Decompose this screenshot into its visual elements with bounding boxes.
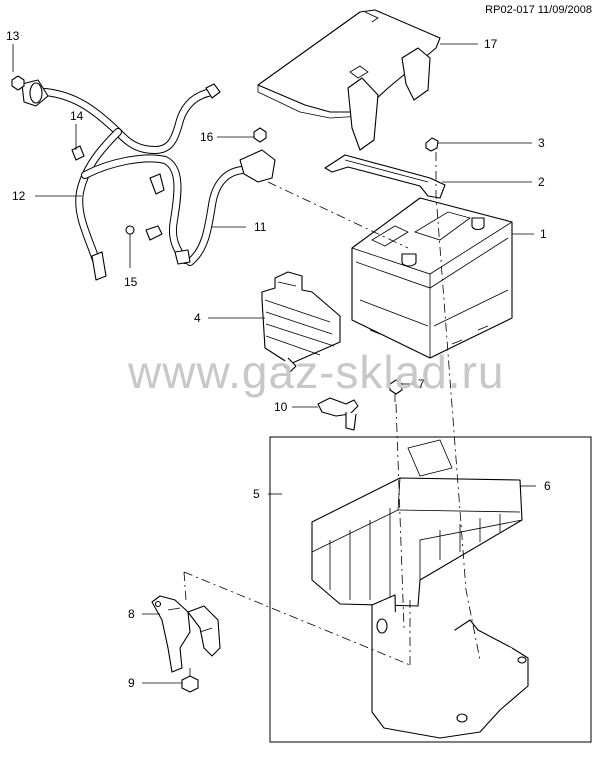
- leader-lines: [12, 43, 536, 684]
- battery-tray-support: [371, 594, 529, 739]
- battery-cables: [11, 75, 276, 281]
- callout-10: 10: [274, 400, 288, 414]
- callout-17: 17: [484, 37, 498, 51]
- callout-3: 3: [538, 136, 545, 150]
- battery-sensor: [317, 397, 359, 431]
- callout-8: 8: [128, 607, 135, 621]
- tray-assembly-frame: [269, 436, 592, 743]
- watermark: www.gaz-sklad.ru: [128, 346, 505, 398]
- callout-16: 16: [200, 130, 214, 144]
- callout-15: 15: [124, 275, 138, 289]
- battery-tray: [311, 439, 523, 607]
- bracket-bolt: [181, 668, 199, 693]
- battery-hold-down-clamp: [324, 154, 446, 199]
- hold-down-nut: [425, 137, 439, 152]
- callout-9: 9: [128, 676, 135, 690]
- tray-mounting-bracket: [151, 595, 221, 673]
- callout-5: 5: [253, 487, 260, 501]
- callout-6: 6: [544, 479, 551, 493]
- battery-heat-shield: [261, 271, 341, 373]
- assembly-guide-lines: [183, 152, 481, 666]
- callout-14: 14: [70, 109, 84, 123]
- drawing-reference: RP02-017 11/09/2008: [485, 4, 592, 16]
- callout-7: 7: [418, 377, 425, 391]
- callout-1: 1: [540, 227, 547, 241]
- callout-2: 2: [538, 175, 545, 189]
- battery-cover: [257, 9, 441, 151]
- callout-13: 13: [6, 29, 20, 43]
- tray-bolt: [389, 379, 403, 402]
- part-callouts: 1 2 3 4 5 6 7 8 9 10 11 12 13 14 15 16 1…: [6, 29, 551, 690]
- callout-11: 11: [254, 220, 267, 234]
- callout-12: 12: [12, 189, 26, 203]
- callout-4: 4: [194, 311, 201, 325]
- battery: [351, 197, 513, 359]
